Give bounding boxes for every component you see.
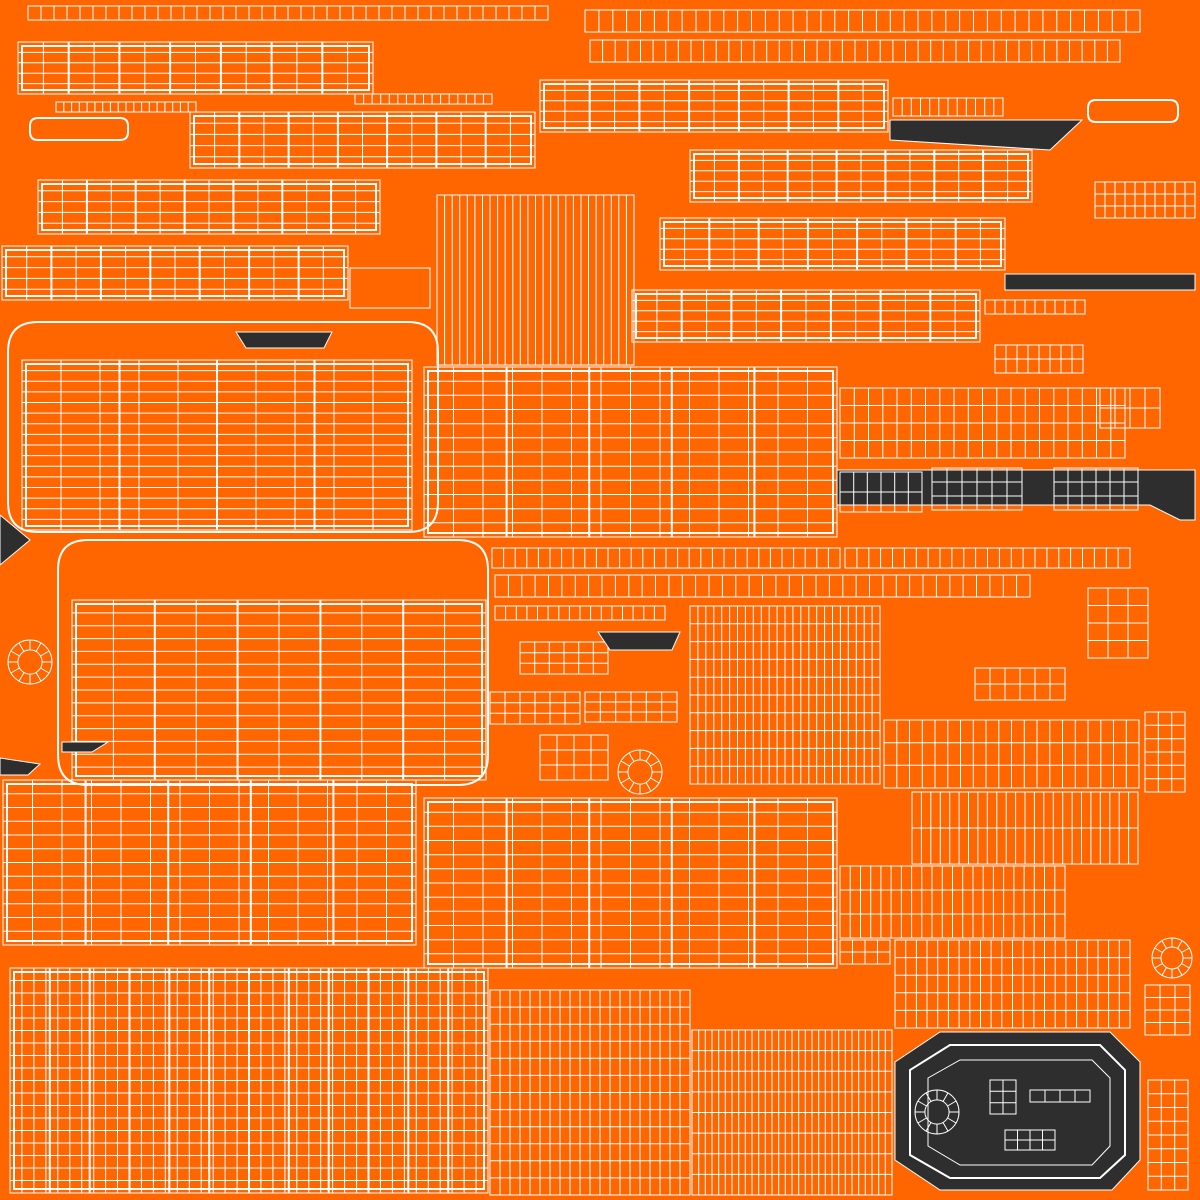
uv-strip-top-right-b <box>589 39 1121 63</box>
uv-cluster-top-left-a-dividers <box>21 42 370 94</box>
uv-cluster-top-right-c <box>659 217 1006 271</box>
uv-panel-middle-left-dividers <box>75 600 483 780</box>
uv-block-right-b <box>984 299 1086 315</box>
uv-dial-right-spokes <box>1152 938 1192 978</box>
uv-trim-piece-a <box>29 117 129 141</box>
uv-block-right-bottom <box>1147 1079 1189 1191</box>
uv-strip-middle-a <box>491 547 841 569</box>
uv-part-small-d <box>539 734 609 781</box>
uv-frame-middle-left <box>57 539 489 786</box>
uv-panel-bottom-centre-b <box>691 1029 893 1196</box>
uv-trim-piece-b <box>1087 99 1179 123</box>
uv-dark-shell-edge-a <box>0 514 31 566</box>
uv-cluster-mid-left-a <box>37 179 381 235</box>
uv-dial-centre-inner <box>627 759 653 785</box>
uv-cluster-mid-left-a-dividers <box>41 180 377 234</box>
uv-dial-centre-spokes <box>618 750 662 794</box>
uv-dial-left-inner <box>17 649 43 675</box>
uv-dark-shell-edge-b <box>61 741 110 753</box>
uv-dial-right-inner <box>1160 946 1184 970</box>
uv-dark-shell-upper <box>235 331 333 349</box>
uv-panel-centre-top <box>436 194 635 366</box>
uv-window-b <box>931 467 1023 511</box>
uv-panel-upper-centre <box>423 366 838 538</box>
uv-block-right-k <box>1144 711 1186 793</box>
uv-cluster-top-right-b <box>689 149 1033 203</box>
uv-dark-shell-edge-c <box>0 757 42 776</box>
uv-octagon-inner-frame <box>909 1044 1126 1179</box>
uv-window-d <box>1099 387 1161 429</box>
uv-cluster-top-right-a-dividers <box>543 80 885 132</box>
uv-dark-shell-bar <box>1004 273 1196 291</box>
uv-dark-shell-centre <box>597 631 681 651</box>
uv-block-right-g <box>839 865 1066 939</box>
uv-cluster-top-left-b-dividers <box>193 112 532 168</box>
uv-strip-small-b <box>354 93 493 105</box>
uv-block-right-e <box>883 719 1140 789</box>
uv-cluster-top-right-d-dividers <box>635 290 977 342</box>
uv-cluster-top-left-a <box>17 41 374 95</box>
uv-part-small-c <box>584 691 678 723</box>
uv-strip-top-left <box>27 5 549 21</box>
uv-panel-lower-left-dividers <box>6 780 413 945</box>
uv-panel-bottom-centre-a <box>489 989 691 1196</box>
uv-octagon-part-b <box>1029 1089 1091 1103</box>
uv-window-c <box>1053 467 1139 511</box>
uv-block-right-j <box>1087 587 1149 659</box>
uv-part-small-a <box>519 641 609 675</box>
uv-part-dark-window <box>839 939 891 965</box>
uv-panel-centre-vertical <box>689 605 881 785</box>
uv-block-right-a <box>1094 181 1196 219</box>
uv-panel-lower-centre-dividers <box>427 798 834 968</box>
uv-panel-lower-centre <box>423 797 838 969</box>
uv-block-right-stack <box>839 387 1126 459</box>
uv-block-right-i <box>974 667 1066 701</box>
uv-dial-left-spokes <box>8 640 52 684</box>
uv-block-right-h <box>894 939 1131 1029</box>
uv-dial-octagon-spokes <box>915 1090 959 1134</box>
uv-window-a <box>839 471 923 513</box>
uv-cluster-top-right-a <box>539 79 889 133</box>
uv-panel-middle-left <box>71 599 487 781</box>
uv-block-right-f <box>911 791 1139 865</box>
uv-strip-middle-b <box>844 547 1131 569</box>
uv-cluster-top-right-d <box>631 289 981 343</box>
uv-strip-right-a <box>892 97 1004 117</box>
uv-strip-small-a <box>55 101 197 113</box>
uv-octagon-inner-ring <box>927 1059 1111 1166</box>
uv-octagon-part-c <box>1004 1129 1056 1151</box>
uv-cluster-mid-left-b-dividers <box>5 246 345 300</box>
uv-dark-shell-top <box>889 119 1084 151</box>
uv-panel-upper-centre-dividers <box>427 367 834 537</box>
uv-cluster-top-right-b-dividers <box>693 150 1029 202</box>
uv-panel-lower-left <box>2 779 417 946</box>
uv-part-small-b <box>489 691 581 725</box>
uv-cluster-top-right-c-dividers <box>663 218 1002 270</box>
uv-panel-upper-left-dividers <box>25 360 409 530</box>
uv-block-right-c <box>994 344 1084 374</box>
uv-strip-top-right <box>584 9 1141 33</box>
uv-dark-octagon <box>894 1031 1141 1191</box>
uv-octagon-part-a <box>989 1079 1017 1115</box>
uv-block-right-l <box>1144 984 1191 1036</box>
uv-strip-middle-d <box>494 605 666 621</box>
uv-frame-upper-left <box>7 321 439 533</box>
uv-strip-middle-c <box>494 574 1031 598</box>
uv-lines-mid <box>349 267 431 309</box>
uv-panel-bottom-left-dividers <box>13 968 485 1193</box>
uv-cluster-mid-left-b <box>1 245 349 301</box>
uv-cluster-top-left-b <box>189 111 536 169</box>
